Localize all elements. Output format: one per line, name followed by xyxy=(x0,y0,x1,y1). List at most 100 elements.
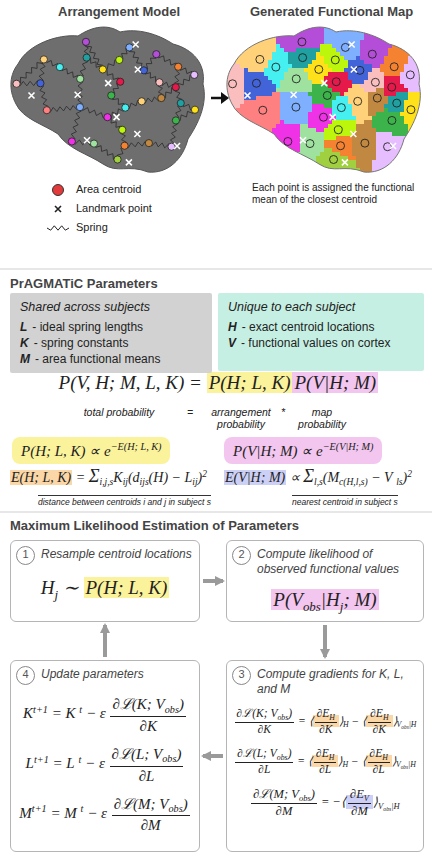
map-cell xyxy=(372,112,376,116)
map-cell xyxy=(364,108,368,112)
landmark-point xyxy=(174,143,180,149)
map-cell xyxy=(420,124,424,128)
map-cell xyxy=(380,136,384,140)
map-cell xyxy=(284,152,288,156)
map-cell xyxy=(368,36,372,40)
map-cell xyxy=(264,164,268,168)
map-cell xyxy=(228,44,232,48)
map-cell xyxy=(416,172,420,176)
map-cell xyxy=(320,60,324,64)
map-cell xyxy=(292,168,296,172)
map-cell xyxy=(228,128,232,132)
map-cell xyxy=(396,32,400,36)
map-cell xyxy=(344,140,348,144)
map-cell xyxy=(312,28,316,32)
map-cell xyxy=(240,132,244,136)
map-cell xyxy=(420,36,424,40)
map-cell xyxy=(272,128,276,132)
map-cell xyxy=(228,132,232,136)
map-cell xyxy=(280,72,284,76)
map-cell xyxy=(232,120,236,124)
map-cell xyxy=(388,76,392,80)
map-cell xyxy=(228,24,232,28)
map-cell xyxy=(324,104,328,108)
map-cell xyxy=(376,120,380,124)
map-cell xyxy=(312,104,316,108)
map-cell xyxy=(264,96,268,100)
map-cell xyxy=(396,40,400,44)
map-cell xyxy=(376,28,380,32)
map-cell xyxy=(316,140,320,144)
map-cell xyxy=(348,108,352,112)
map-cell xyxy=(396,92,400,96)
map-cell xyxy=(396,76,400,80)
map-cell xyxy=(300,48,304,52)
map-cell xyxy=(416,116,420,120)
map-cell xyxy=(320,172,324,176)
map-cell xyxy=(264,28,268,32)
map-cell xyxy=(284,88,288,92)
map-cell xyxy=(300,92,304,96)
map-cell xyxy=(360,124,364,128)
map-cell xyxy=(364,72,368,76)
centroid-marker xyxy=(388,83,396,91)
map-cell xyxy=(344,128,348,132)
map-cell xyxy=(348,80,352,84)
map-cell xyxy=(360,52,364,56)
map-cell xyxy=(420,56,424,60)
map-cell xyxy=(232,116,236,120)
map-cell xyxy=(224,64,228,68)
map-cell xyxy=(232,144,236,148)
map-cell xyxy=(256,92,260,96)
map-cell xyxy=(228,52,232,56)
map-cell xyxy=(352,56,356,60)
map-cell xyxy=(312,88,316,92)
map-cell xyxy=(380,72,384,76)
map-cell xyxy=(344,52,348,56)
map-cell xyxy=(288,160,292,164)
map-cell xyxy=(320,88,324,92)
map-cell xyxy=(268,60,272,64)
map-cell xyxy=(276,88,280,92)
map-cell xyxy=(296,164,300,168)
map-cell xyxy=(296,64,300,68)
map-cell xyxy=(276,56,280,60)
map-cell xyxy=(352,144,356,148)
map-cell xyxy=(392,60,396,64)
map-cell xyxy=(368,96,372,100)
map-cell xyxy=(380,156,384,160)
map-cell xyxy=(280,80,284,84)
map-cell xyxy=(256,128,260,132)
map-cell xyxy=(272,164,276,168)
map-cell xyxy=(240,76,244,80)
map-cell xyxy=(284,40,288,44)
map-cell xyxy=(316,148,320,152)
map-cell xyxy=(412,64,416,68)
map-cell xyxy=(240,32,244,36)
map-cell xyxy=(232,56,236,60)
map-cell xyxy=(364,124,368,128)
map-cell xyxy=(340,84,344,88)
map-cell xyxy=(228,32,232,36)
map-cell xyxy=(276,164,280,168)
map-cell xyxy=(416,44,420,48)
map-cell xyxy=(348,76,352,80)
map-cell xyxy=(328,52,332,56)
map-cell xyxy=(296,136,300,140)
map-cell xyxy=(368,72,372,76)
map-cell xyxy=(304,160,308,164)
map-cell xyxy=(368,76,372,80)
map-cell xyxy=(280,48,284,52)
map-cell xyxy=(272,120,276,124)
map-cell xyxy=(356,144,360,148)
map-cell xyxy=(296,28,300,32)
map-cell xyxy=(276,80,280,84)
map-cell xyxy=(264,72,268,76)
map-cell xyxy=(276,120,280,124)
map-cell xyxy=(308,152,312,156)
map-cell xyxy=(304,64,308,68)
map-cell xyxy=(392,32,396,36)
map-cell xyxy=(360,152,364,156)
map-cell xyxy=(328,132,332,136)
map-cell xyxy=(408,64,412,68)
